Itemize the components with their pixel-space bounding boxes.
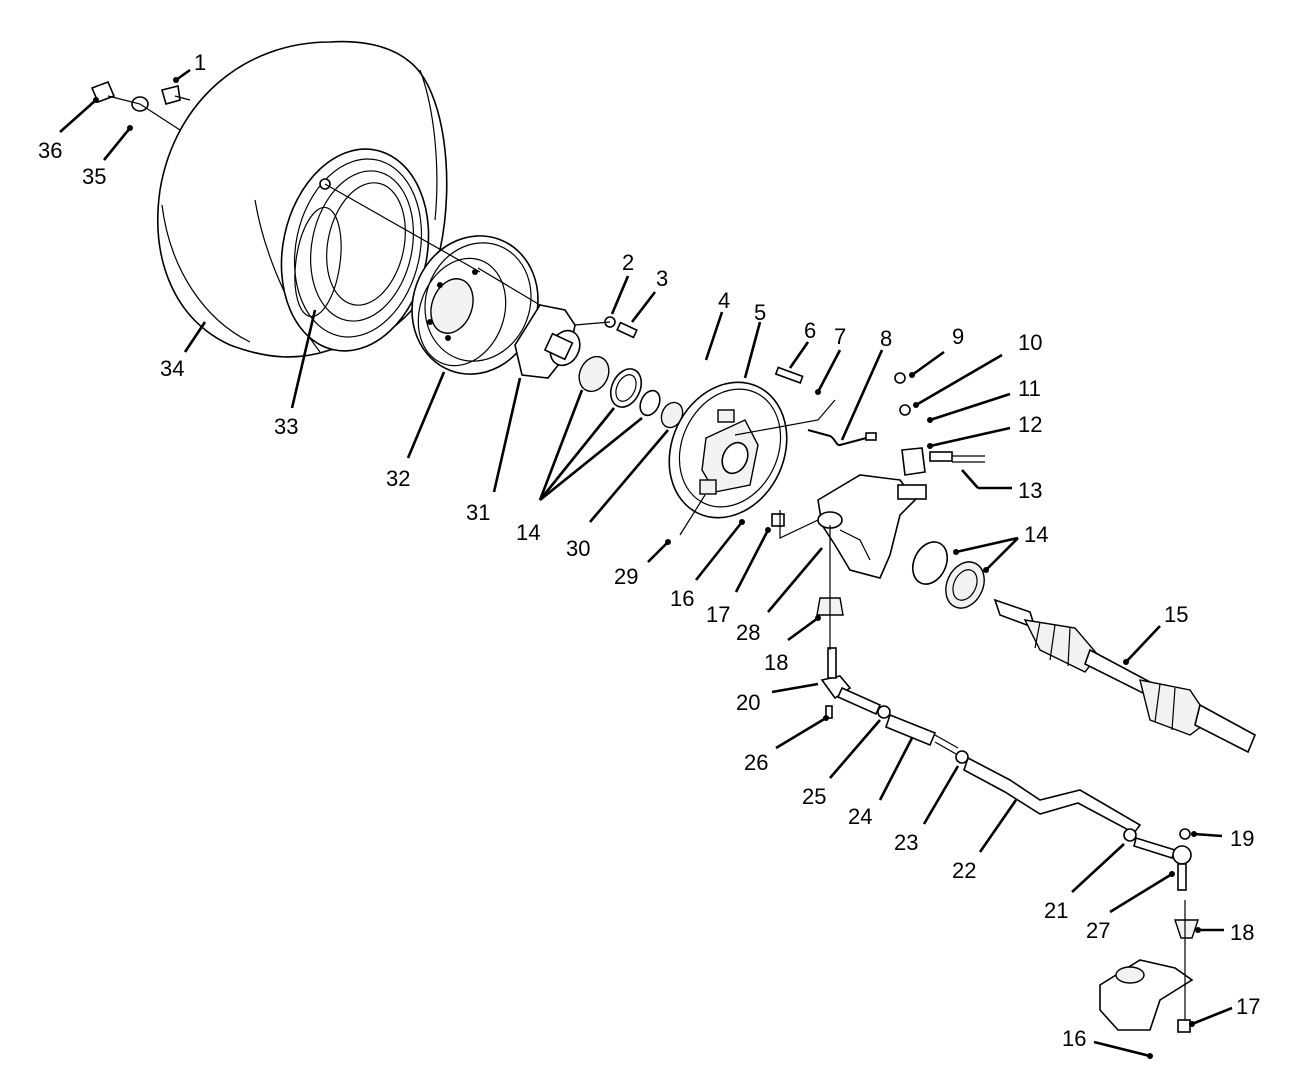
- tie-rod: [820, 647, 1192, 891]
- label-18-upper: 18: [764, 650, 788, 675]
- label-14-left: 14: [516, 520, 540, 545]
- label-19: 19: [1230, 826, 1254, 851]
- label-17-upper: 17: [706, 602, 730, 627]
- leader-lines: [59, 68, 1233, 1059]
- label-4: 4: [718, 288, 730, 313]
- steering-knuckle: [817, 474, 927, 579]
- label-23: 23: [894, 830, 918, 855]
- label-10: 10: [1018, 330, 1042, 355]
- label-14-right: 14: [1024, 522, 1048, 547]
- brake-line: [807, 429, 877, 447]
- label-12: 12: [1018, 412, 1042, 437]
- label-35: 35: [82, 164, 106, 189]
- label-16-upper: 16: [670, 586, 694, 611]
- lug-hardware: [90, 80, 181, 112]
- axle-bearings: [911, 541, 985, 609]
- label-8: 8: [880, 326, 892, 351]
- label-34: 34: [160, 356, 184, 381]
- label-5: 5: [754, 300, 766, 325]
- brake-backing-plate: [668, 381, 788, 519]
- label-33: 33: [274, 414, 298, 439]
- cv-drive-shaft: [993, 598, 1257, 754]
- label-31: 31: [466, 500, 490, 525]
- label-15: 15: [1164, 602, 1188, 627]
- label-18-lower: 18: [1230, 920, 1254, 945]
- wheel-hub: [514, 304, 581, 379]
- label-3: 3: [656, 266, 668, 291]
- brake-bracket: [894, 372, 985, 476]
- bearing-set: [578, 355, 684, 429]
- label-6: 6: [804, 318, 816, 343]
- label-1: 1: [194, 50, 206, 75]
- tire: [157, 40, 448, 358]
- label-27: 27: [1086, 918, 1110, 943]
- label-22: 22: [952, 858, 976, 883]
- assembly-lines: [107, 95, 1186, 1020]
- label-13: 13: [1018, 478, 1042, 503]
- label-21: 21: [1044, 898, 1068, 923]
- label-26: 26: [744, 750, 768, 775]
- label-28: 28: [736, 620, 760, 645]
- label-11: 11: [1018, 376, 1041, 401]
- label-36: 36: [38, 138, 62, 163]
- label-24: 24: [848, 804, 872, 829]
- label-20: 20: [736, 690, 760, 715]
- brake-drum: [411, 235, 539, 375]
- label-7: 7: [834, 324, 846, 349]
- bolt: [774, 366, 804, 384]
- label-29: 29: [614, 564, 638, 589]
- label-25: 25: [802, 784, 826, 809]
- label-17-lower: 17: [1236, 994, 1260, 1019]
- label-16-lower: 16: [1062, 1026, 1086, 1051]
- label-9: 9: [952, 324, 964, 349]
- steering-arm: [1099, 959, 1194, 1031]
- label-2: 2: [622, 250, 634, 275]
- label-32: 32: [386, 466, 410, 491]
- part-number-labels: 1 36 35 34 33 32 31 14 30 2 3 4 5 6 7 8 …: [38, 50, 1260, 1051]
- label-30: 30: [566, 536, 590, 561]
